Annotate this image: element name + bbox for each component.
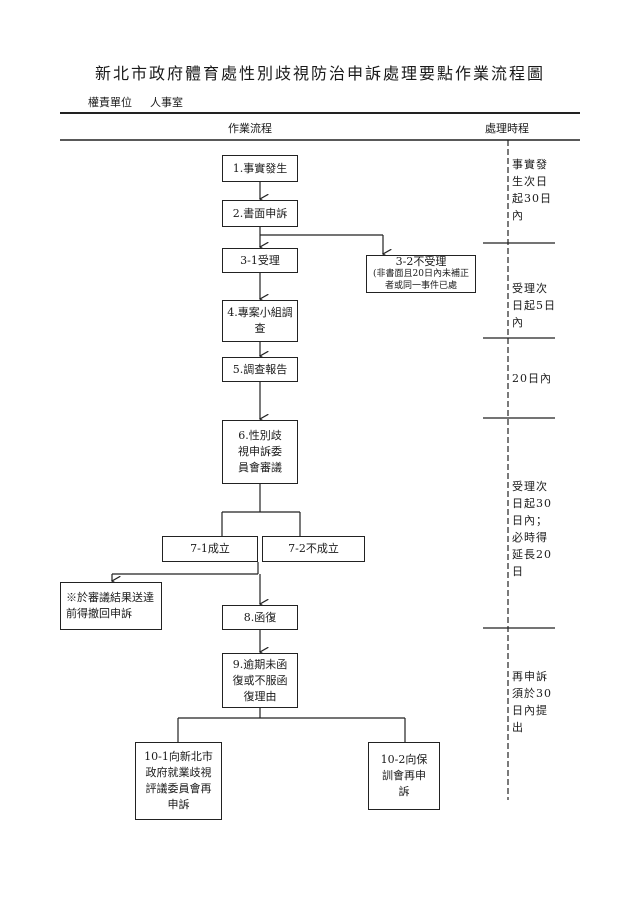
responsible-unit-label: 權責單位 [88, 96, 132, 109]
step-10-1-box: 10-1向新北市政府就業歧視評議委員會再申訴 [135, 742, 222, 820]
column-header-time: 處理時程 [485, 122, 529, 135]
step-3-2-box: 3-2不受理 (非書面且20日內未補正者或同一事件已處 [366, 255, 476, 293]
timeline-item: 再申訴須於30日內提出 [512, 670, 552, 734]
step-3-2-title: 3-2不受理 [395, 255, 447, 268]
step-7-2-box: 7-2不成立 [262, 536, 365, 562]
timeline-item: 受理次日起30日內；必時得延長20日 [512, 480, 552, 578]
step-10-2-box: 10-2向保訓會再申訴 [368, 742, 440, 810]
step-7-1-box: 7-1成立 [162, 536, 258, 562]
step-3-2-note: (非書面且20日內未補正者或同一事件已處 [373, 269, 469, 291]
responsible-unit: 人事室 [150, 96, 183, 109]
step-1-box: 1.事實發生 [222, 155, 298, 182]
withdrawal-note-box: ※於審議結果送達前得撤回申訴 [60, 582, 162, 630]
timeline-item: 受理次日起5日內 [512, 282, 556, 329]
timeline-item: 事實發生次日起30日內 [512, 158, 552, 222]
step-9-box: 9.逾期未函復或不服函復理由 [222, 653, 298, 708]
timeline-item: 20日內 [512, 372, 552, 385]
column-header-flow: 作業流程 [228, 122, 272, 135]
step-5-box: 5.調查報告 [222, 357, 298, 382]
document-title: 新北市政府體育處性別歧視防治申訴處理要點作業流程圖 [94, 64, 545, 83]
step-4-box: 4.專案小組調查 [222, 300, 298, 342]
step-2-box: 2.書面申訴 [222, 200, 298, 227]
step-3-1-box: 3-1受理 [222, 248, 298, 273]
step-8-box: 8.函復 [222, 605, 298, 630]
step-6-box: 6.性別歧視申訴委員會審議 [222, 420, 298, 484]
